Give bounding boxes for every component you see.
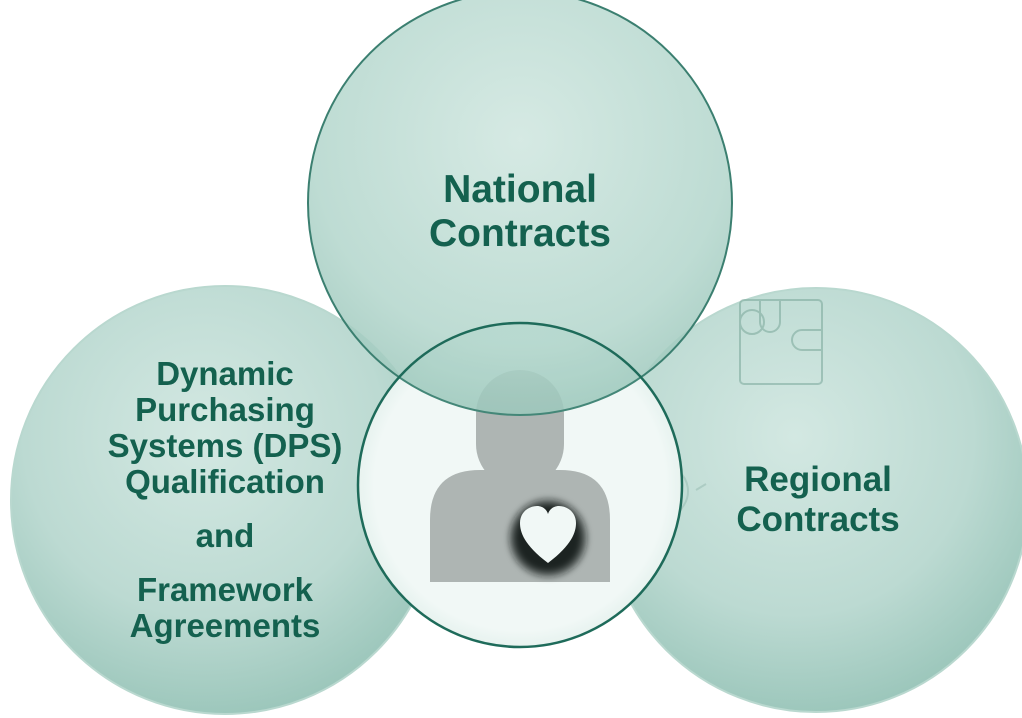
- puzzle-icon: [739, 299, 823, 385]
- label-line: Contracts: [428, 212, 612, 255]
- label-line: Systems (DPS): [107, 427, 343, 464]
- label-line: Qualification: [125, 463, 325, 500]
- label-national-contracts: National Contracts: [335, 168, 705, 256]
- label-line: National: [443, 168, 597, 211]
- label-line: Dynamic: [156, 355, 294, 392]
- spacer: [60, 500, 390, 518]
- label-line: Framework: [136, 571, 314, 608]
- label-line: Purchasing: [135, 391, 315, 428]
- spacer: [60, 554, 390, 572]
- label-line: Regional: [744, 460, 892, 499]
- center-ring: [356, 321, 684, 649]
- circle-national: [307, 0, 733, 416]
- label-line: Contracts: [736, 500, 900, 539]
- label-line: and: [195, 517, 255, 554]
- label-regional-contracts: Regional Contracts: [678, 460, 958, 540]
- person-with-heart-icon: [430, 370, 610, 582]
- label-line: Agreements: [129, 607, 321, 644]
- label-dps-framework: Dynamic Purchasing Systems (DPS) Qualifi…: [60, 356, 390, 644]
